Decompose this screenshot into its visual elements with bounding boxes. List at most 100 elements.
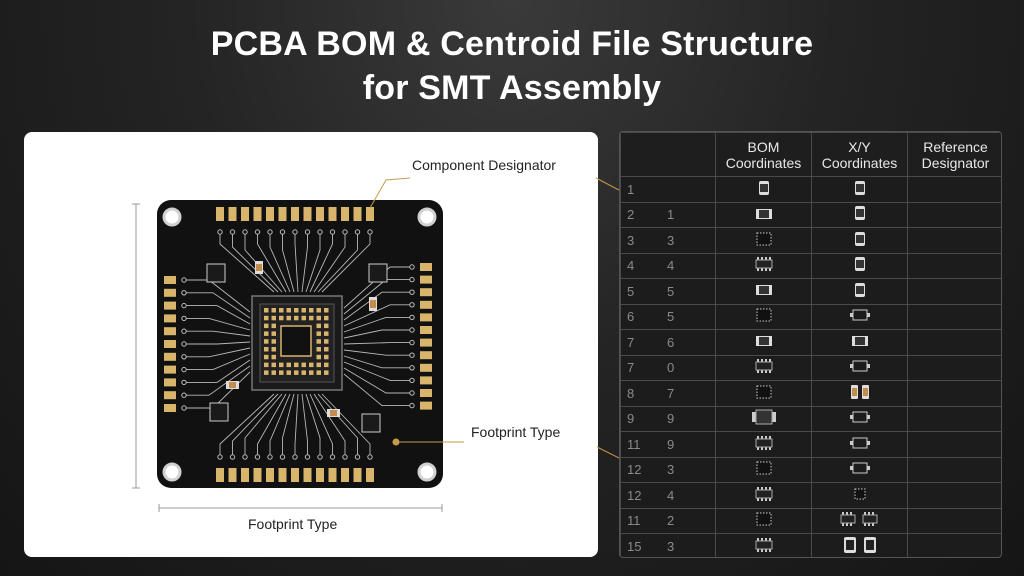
reference-designator-cell	[907, 176, 1001, 203]
row-index-a: 9	[627, 411, 635, 427]
bom-icon-cell	[715, 329, 812, 356]
table-header-row: BOM Coordinates X/Y Coordinates Referenc…	[620, 132, 1001, 177]
xy-icon-cell	[811, 380, 908, 407]
reference-designator-cell	[907, 431, 1001, 458]
bom-icon-cell	[715, 431, 812, 458]
row-index-b: 2	[667, 513, 675, 529]
pcb-diagram-panel: Component Designator Footprint Type Foot…	[24, 132, 598, 557]
reference-designator-cell	[907, 507, 1001, 534]
callout-dot	[392, 438, 400, 446]
bom-icon-cell	[715, 278, 812, 305]
bom-icon-cell	[715, 252, 812, 279]
main-ic	[251, 295, 343, 391]
xy-icon-cell	[811, 533, 908, 557]
dimension-lines	[132, 203, 443, 512]
reference-designator-cell	[907, 329, 1001, 356]
row-index-a: 12	[627, 462, 642, 478]
xy-icon-cell	[811, 252, 908, 279]
title-line-1: PCBA BOM & Centroid File Structure	[210, 25, 814, 63]
soic-icon	[755, 435, 773, 454]
row-index-b: 3	[667, 232, 675, 248]
xy-icon-cell	[811, 329, 908, 356]
xy-icon-cell	[811, 227, 908, 254]
xy-icon-cell	[811, 176, 908, 203]
outline-icon	[849, 307, 871, 326]
row-index-b: 5	[667, 283, 675, 299]
row-index-a: 1	[627, 181, 635, 197]
passives	[226, 261, 377, 417]
reference-designator-cell	[907, 252, 1001, 279]
row-index-b: 1	[667, 207, 675, 223]
resistor-icon	[755, 208, 773, 223]
capacitor-icon	[854, 256, 866, 275]
outline-icon	[849, 460, 871, 479]
row-index-cell: 1	[620, 176, 716, 203]
soic-icon	[755, 537, 773, 556]
capacitor-icon	[854, 231, 866, 250]
xy-icon-cell	[811, 278, 908, 305]
resistor-icon	[755, 335, 773, 350]
pcb-traces	[181, 229, 415, 460]
reference-designator-cell	[907, 303, 1001, 330]
title-line-2: for SMT Assembly	[362, 69, 662, 107]
xy-icon-cell	[811, 456, 908, 483]
bom-icon-cell	[715, 507, 812, 534]
dual-large-icon	[842, 536, 878, 557]
qfn-icon	[753, 459, 775, 480]
qfn-icon	[753, 383, 775, 404]
header-reference-designator: Reference Designator	[907, 132, 1001, 177]
header-xy-coordinates: X/Y Coordinates	[811, 132, 908, 177]
bom-icon-cell	[715, 380, 812, 407]
reference-designator-cell	[907, 201, 1001, 228]
reference-designator-cell	[907, 227, 1001, 254]
row-index-b: 4	[667, 258, 675, 274]
bom-icon-cell	[715, 405, 812, 432]
soic-icon	[755, 256, 773, 275]
row-index-a: 11	[627, 436, 641, 452]
pcb-diagram	[132, 177, 464, 512]
xy-icon-cell	[811, 201, 908, 228]
bom-icon-cell	[715, 456, 812, 483]
xy-icon-cell	[811, 431, 908, 458]
page-title: PCBA BOM & Centroid File Structure for S…	[0, 22, 1024, 110]
xy-icon-cell	[811, 507, 908, 534]
callout-component-designator: Component Designator	[412, 157, 556, 173]
row-index-a: 7	[627, 334, 635, 350]
bom-table: BOM Coordinates X/Y Coordinates Referenc…	[620, 132, 1001, 557]
soic-icon	[755, 486, 773, 505]
row-index-cell: 11 9	[620, 431, 716, 458]
row-index-b: 6	[667, 334, 675, 350]
reference-designator-cell	[907, 482, 1001, 509]
xy-icon-cell	[811, 482, 908, 509]
reference-designator-cell	[907, 278, 1001, 305]
row-index-b: 9	[667, 436, 675, 452]
bom-icon-cell	[715, 303, 812, 330]
row-index-a: 15	[627, 538, 642, 554]
row-index-b: 0	[667, 360, 675, 376]
dual-icon	[849, 383, 871, 404]
soic-icon	[755, 358, 773, 377]
row-index-a: 6	[627, 309, 635, 325]
twin-soic-icon	[840, 511, 880, 530]
qfn-icon	[753, 510, 775, 531]
callout-footprint-type-right: Footprint Type	[471, 424, 561, 440]
table-row: 11 9	[620, 431, 1001, 458]
qfn-icon	[753, 230, 775, 251]
outline-icon	[849, 435, 871, 454]
row-index-b: 3	[667, 462, 675, 478]
